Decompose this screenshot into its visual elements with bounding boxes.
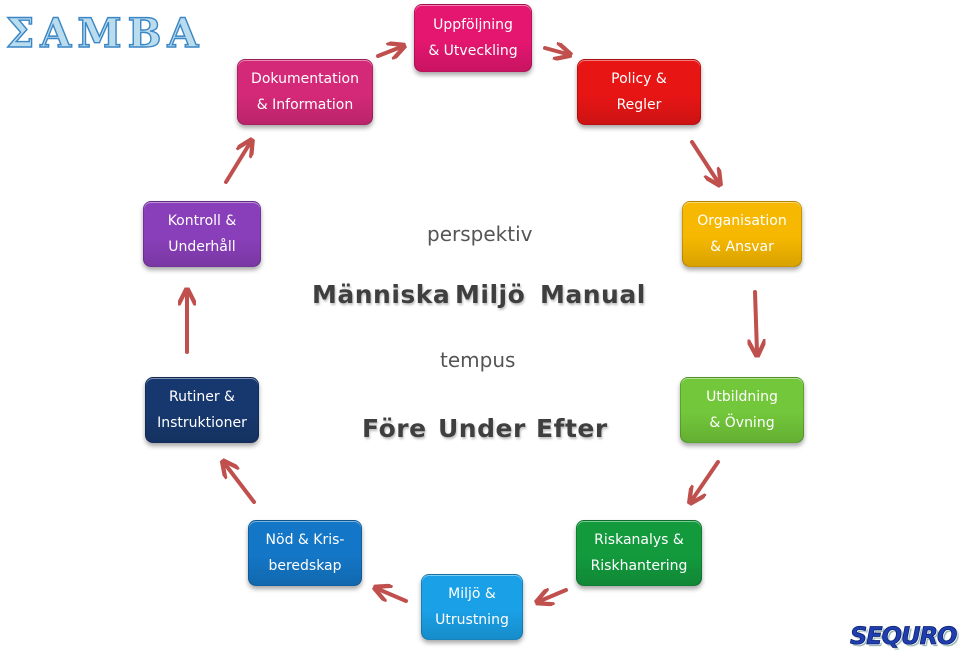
perspective-manniska: Människa: [312, 280, 451, 309]
arrow-riskanalys-to-miljo: [540, 590, 568, 601]
arrow-dokumentation-to-uppfoljning: [376, 47, 401, 56]
node-kontroll-underhall[interactable]: Kontroll & Underhåll: [143, 201, 261, 267]
node-label: Miljö & Utrustning: [435, 586, 509, 628]
arrow-organisation-to-utbildning: [755, 290, 757, 352]
arrow-miljo-to-nod: [378, 589, 408, 603]
node-dokumentation-information[interactable]: Dokumentation & Information: [237, 59, 373, 125]
arrow-policy-to-organisation: [690, 140, 718, 182]
node-label: Dokumentation & Information: [251, 71, 359, 113]
node-label: Uppföljning & Utveckling: [428, 17, 518, 59]
tempus-heading: tempus: [440, 348, 516, 372]
node-label: Riskanalys & Riskhantering: [590, 532, 688, 574]
node-label: Rutiner & Instruktioner: [157, 389, 247, 431]
arrow-kontroll-to-dokumentation: [224, 143, 250, 184]
arrow-uppfoljning-to-policy: [543, 48, 567, 54]
node-miljo-utrustning[interactable]: Miljö & Utrustning: [421, 574, 523, 640]
node-nod-krisberedskap[interactable]: Nöd & Kris- beredskap: [248, 520, 362, 586]
node-label: Organisation & Ansvar: [697, 213, 787, 255]
samba-logo: ΣΑΜΒΑ: [5, 9, 205, 57]
node-utbildning-ovning[interactable]: Utbildning & Övning: [680, 377, 804, 443]
node-label: Policy & Regler: [611, 71, 667, 113]
node-label: Kontroll & Underhåll: [167, 213, 237, 255]
node-label: Nöd & Kris- beredskap: [265, 532, 345, 574]
arrow-nod-to-rutiner: [225, 464, 256, 504]
node-uppfoljning-utveckling[interactable]: Uppföljning & Utveckling: [414, 4, 532, 72]
perspektiv-heading: perspektiv: [427, 222, 533, 246]
node-organisation-ansvar[interactable]: Organisation & Ansvar: [682, 201, 802, 267]
sequro-logo: SEQURO: [850, 622, 958, 651]
node-policy-regler[interactable]: Policy & Regler: [577, 59, 701, 125]
arrow-utbildning-to-riskanalys: [692, 460, 720, 500]
perspective-manual: Manual: [540, 280, 646, 309]
node-label: Utbildning & Övning: [706, 389, 778, 431]
phase-under: Under: [438, 414, 526, 443]
phase-fore: Före: [362, 414, 427, 443]
perspective-miljo: Miljö: [455, 280, 526, 309]
node-rutiner-instruktioner[interactable]: Rutiner & Instruktioner: [145, 377, 259, 443]
node-riskanalys-riskhantering[interactable]: Riskanalys & Riskhantering: [576, 520, 702, 586]
phase-efter: Efter: [536, 414, 608, 443]
